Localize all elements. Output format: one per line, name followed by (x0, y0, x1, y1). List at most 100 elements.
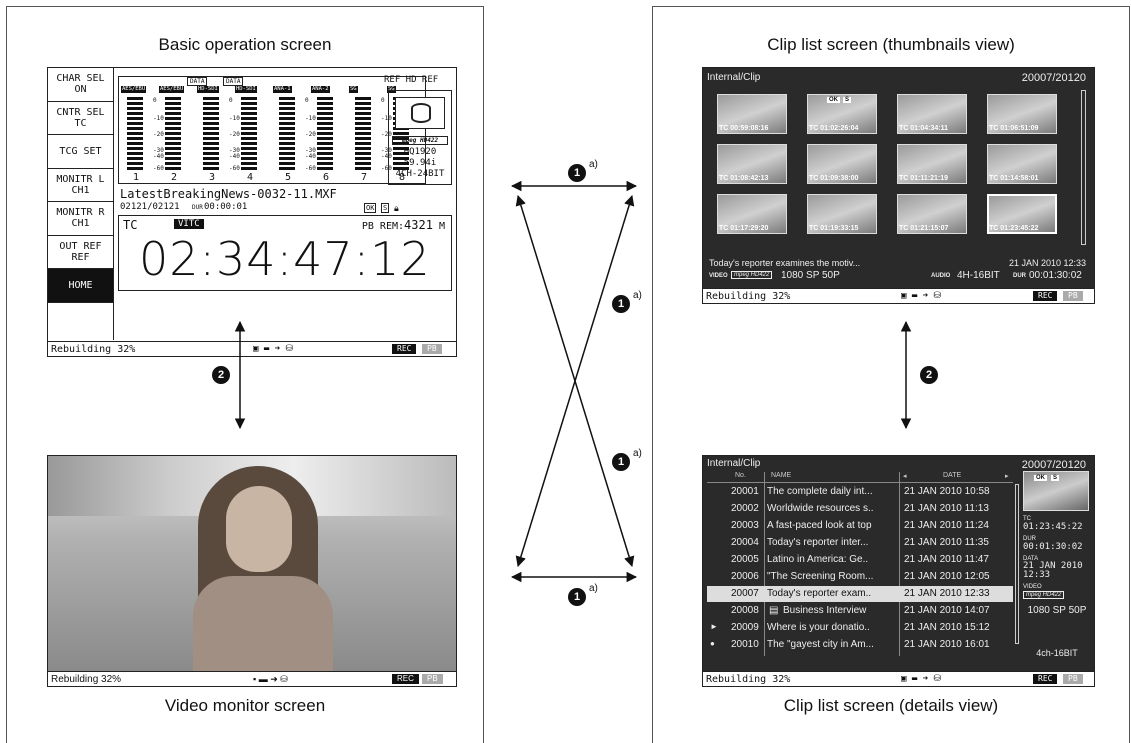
status-bar: Rebuilding 32% ▣ ▬ ➜ ⛁ REC PB (48, 341, 456, 356)
menu-out-ref[interactable]: OUT REF REF (48, 236, 113, 269)
header-name: NAME (771, 472, 792, 479)
tc-value: 01:23:45:22 (1023, 522, 1083, 532)
column-divider (764, 472, 765, 656)
row-number: 20004 (731, 537, 759, 548)
clip-title: Today's reporter examines the motiv... (709, 258, 861, 268)
row-name: Today's reporter inter... (767, 537, 869, 548)
scale-label: -20 (229, 131, 240, 138)
row-name: Business Interview (783, 605, 867, 616)
clip-thumbnail[interactable] (897, 194, 967, 234)
channel-header: AES/EBU (121, 86, 147, 93)
row-name: Where is your donatio.. (767, 622, 870, 633)
row-number: 20010 (731, 639, 759, 650)
step-badge: 1 (568, 164, 586, 182)
table-row[interactable]: 20005 Latino in America: Ge.. 21 JAN 2010 … (707, 552, 1013, 568)
playing-marker-icon: ► (710, 622, 718, 631)
thumbnail-timecode: TC 01:04:34:11 (899, 125, 949, 132)
clip-thumbnail[interactable] (807, 94, 877, 134)
title-basic-operation: Basic operation screen (158, 35, 332, 54)
clip-thumbnail[interactable] (807, 144, 877, 184)
level-meter-bar (203, 97, 219, 171)
clip-thumbnail[interactable] (717, 94, 787, 134)
header-date: DATE (943, 472, 962, 479)
status-bar: Rebuilding 32% ▪ ▬ ➜ ⛁ REC PB (48, 671, 456, 686)
channel-number: 1 (133, 172, 140, 183)
channel-header: ANA-2 (311, 86, 330, 93)
clip-thumbnail[interactable] (897, 144, 967, 184)
clip-thumbnail[interactable] (717, 144, 787, 184)
row-date: 21 JAN 2010 11:47 (904, 554, 989, 565)
timecode-panel: TC VITC PB REM:4321 M 02:34:47:12 (118, 215, 452, 291)
s-flag: S (381, 203, 390, 213)
video-label: VIDEO (709, 273, 728, 279)
scale-label: -40 (305, 153, 316, 160)
thumbnail-timecode: TC 01:06:51:09 (989, 125, 1039, 132)
status-text: Rebuilding 32% (51, 673, 122, 685)
dur-value: 00:01:30:02 (1029, 270, 1082, 281)
arrow-monitor-to-thumbs (515, 194, 635, 568)
menu-monitr-l[interactable]: MONITR L CH1 (48, 169, 113, 202)
footnote-mark: a) (633, 448, 642, 459)
video-monitor-screen: Rebuilding 32% ▪ ▬ ➜ ⛁ REC PB (47, 455, 457, 687)
menu-cntr-sel[interactable]: CNTR SEL TC (48, 102, 113, 135)
footnote-mark: a) (589, 583, 598, 594)
preview-thumb: OK S (1023, 471, 1089, 511)
step-badge: 1 (612, 453, 630, 471)
table-header: No. NAME ◂ DATE ▸ (707, 472, 1013, 483)
data-tag: DATA (223, 77, 244, 86)
menu-monitr-r[interactable]: MONITR R CH1 (48, 202, 113, 236)
data-value: 21 JAN 2010 12:33 (1023, 561, 1083, 580)
scale-label: -60 (305, 165, 316, 172)
row-name: Latino in America: Ge.. (767, 554, 869, 565)
clip-thumbnail[interactable] (987, 144, 1057, 184)
menu-home[interactable]: HOME (48, 269, 113, 303)
menu-char-sel[interactable]: CHAR SEL ON (48, 68, 113, 102)
clip-thumbnail[interactable] (807, 194, 877, 234)
row-number: 20005 (731, 554, 759, 565)
rec-badge: REC (1033, 674, 1058, 684)
scale-label: -20 (153, 131, 164, 138)
clip-thumbnail[interactable] (987, 94, 1057, 134)
menu-tcg-set[interactable]: TCG SET (48, 135, 113, 169)
media-panel: mpeg HD422 HQ1920 59.94i 4CH-24BIT (388, 90, 452, 185)
channel-header: ANA-1 (273, 86, 292, 93)
header-prev-icon[interactable]: ◂ (903, 473, 907, 480)
clip-thumbnail[interactable] (717, 194, 787, 234)
row-number: 20006 (731, 571, 759, 582)
row-number: 20007 (731, 588, 759, 599)
channel-header: HD-SDI (235, 86, 257, 93)
s-flag: S (843, 97, 852, 103)
table-row[interactable]: 20006"The Screening Room...21 JAN 2010 1… (707, 569, 1013, 585)
header-next-icon[interactable]: ▸ (1005, 473, 1009, 480)
row-name: A fast-paced look at top (767, 520, 872, 531)
title-details-view: Clip list screen (details view) (783, 696, 999, 715)
clip-counter: 02121/02121 (120, 202, 180, 212)
thumbnail-timecode: TC 01:08:42:13 (719, 175, 769, 182)
scrollbar[interactable] (1081, 90, 1086, 245)
scale-label: 0 (153, 97, 157, 104)
scale-label: -60 (229, 165, 240, 172)
path-label: Internal/Clip (707, 72, 761, 83)
video-label: VIDEO (1023, 584, 1042, 590)
clip-counter: 20007/20120 (1021, 72, 1086, 84)
row-name: Worldwide resources s.. (767, 503, 874, 514)
clip-thumbnail[interactable] (987, 194, 1057, 234)
format-line: 4CH-24BIT (395, 169, 445, 179)
clip-thumbnail[interactable] (897, 94, 967, 134)
details-screen: Internal/Clip 20007/20120 No. NAME ◂ DAT… (702, 455, 1095, 687)
video-image (48, 456, 456, 671)
scale-label: -60 (381, 165, 392, 172)
step-badge: 1 (612, 295, 630, 313)
row-date: 21 JAN 2010 14:07 (904, 605, 990, 616)
audio-format: 4H-16BIT (957, 270, 1000, 281)
scrollbar[interactable] (1015, 484, 1019, 644)
channel-number: 5 (285, 172, 292, 183)
